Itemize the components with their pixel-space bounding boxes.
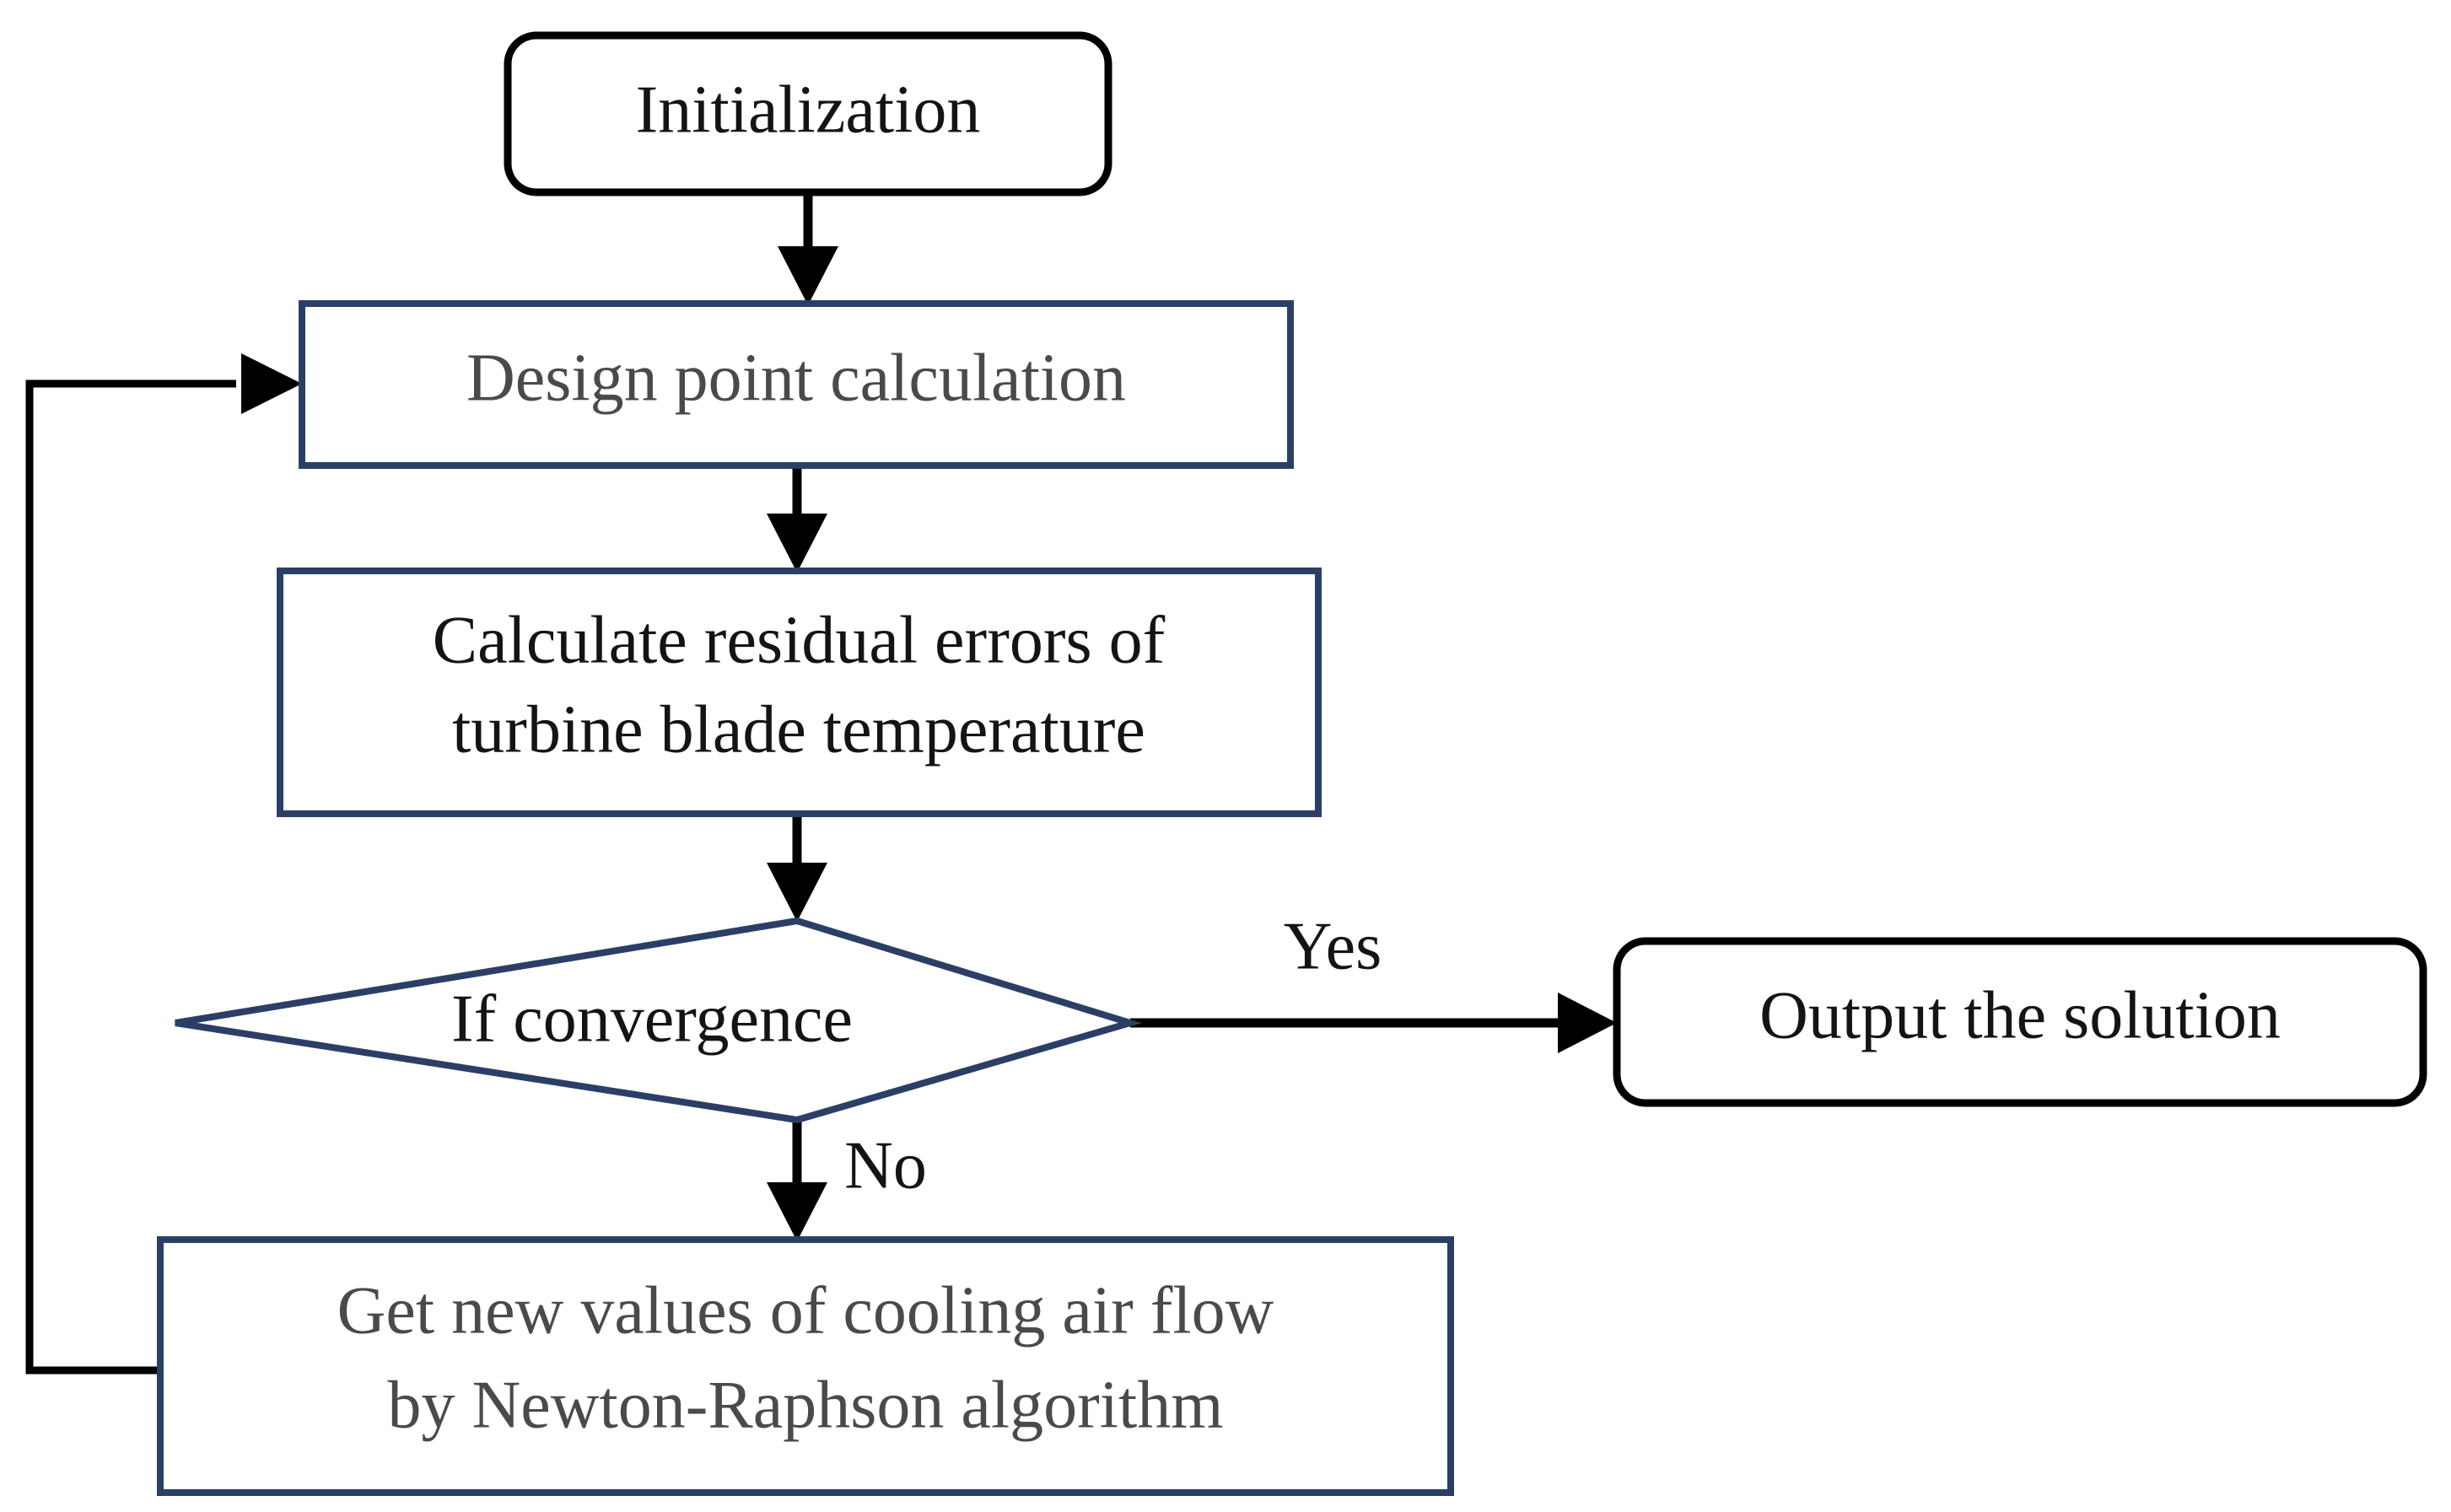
nodes-layer: Initialization Design point calculation … — [157, 31, 2427, 1496]
edge-calculate-to-decision — [767, 814, 827, 922]
calculate-residual-errors-shape[interactable] — [277, 568, 1322, 817]
design-point-calculation-shape[interactable] — [299, 300, 1294, 469]
edge-label-no: No — [844, 1128, 927, 1203]
edge-label-yes: Yes — [1284, 909, 1382, 983]
output-the-solution-shape[interactable] — [1613, 937, 2427, 1107]
edge-decision-yes — [1130, 993, 1617, 1053]
arrowhead-icon — [767, 514, 827, 573]
node-if-convergence[interactable]: If convergence — [175, 917, 1142, 1124]
edges-layer: Output the solution --> Newton-Raphson u… — [25, 192, 1617, 1375]
calculate-residual-errors-label-line1: Calculate residual errors of — [433, 603, 1166, 677]
newton-raphson-update-label-line1: Get new values of cooling air flow — [337, 1273, 1274, 1348]
newton-raphson-update-shape[interactable] — [157, 1236, 1454, 1496]
node-newton-raphson-update[interactable]: Get new values of cooling air flow by Ne… — [157, 1236, 1454, 1496]
edge-decision-no — [767, 1120, 827, 1241]
if-convergence-shape[interactable] — [175, 917, 1142, 1124]
node-design-point-calculation[interactable]: Design point calculation — [299, 300, 1294, 469]
initialization-label: Initialization — [636, 73, 981, 147]
calculate-residual-errors-label-line2: turbine blade temperature — [452, 692, 1145, 767]
newton-raphson-update-label-line2: by Newton-Raphson algorithm — [388, 1368, 1224, 1442]
design-point-calculation-label: Design point calculation — [466, 341, 1126, 415]
arrowhead-icon — [241, 353, 302, 414]
output-the-solution-label: Output the solution — [1759, 978, 2281, 1052]
edge-labels-layer: Yes No — [844, 909, 1382, 1203]
if-convergence-label: If convergence — [451, 982, 853, 1056]
node-output-the-solution[interactable]: Output the solution — [1613, 937, 2427, 1107]
arrowhead-icon — [1558, 993, 1617, 1053]
edge-feedback-loop — [25, 353, 302, 1375]
node-initialization[interactable]: Initialization — [504, 31, 1112, 196]
initialization-shape[interactable] — [504, 31, 1112, 196]
edge-design-to-calculate — [767, 465, 827, 573]
arrowhead-icon — [767, 863, 827, 922]
node-calculate-residual-errors[interactable]: Calculate residual errors of turbine bla… — [277, 568, 1322, 817]
arrowhead-icon — [767, 1182, 827, 1241]
edge-init-to-design — [778, 192, 838, 305]
arrowhead-icon — [778, 246, 838, 305]
